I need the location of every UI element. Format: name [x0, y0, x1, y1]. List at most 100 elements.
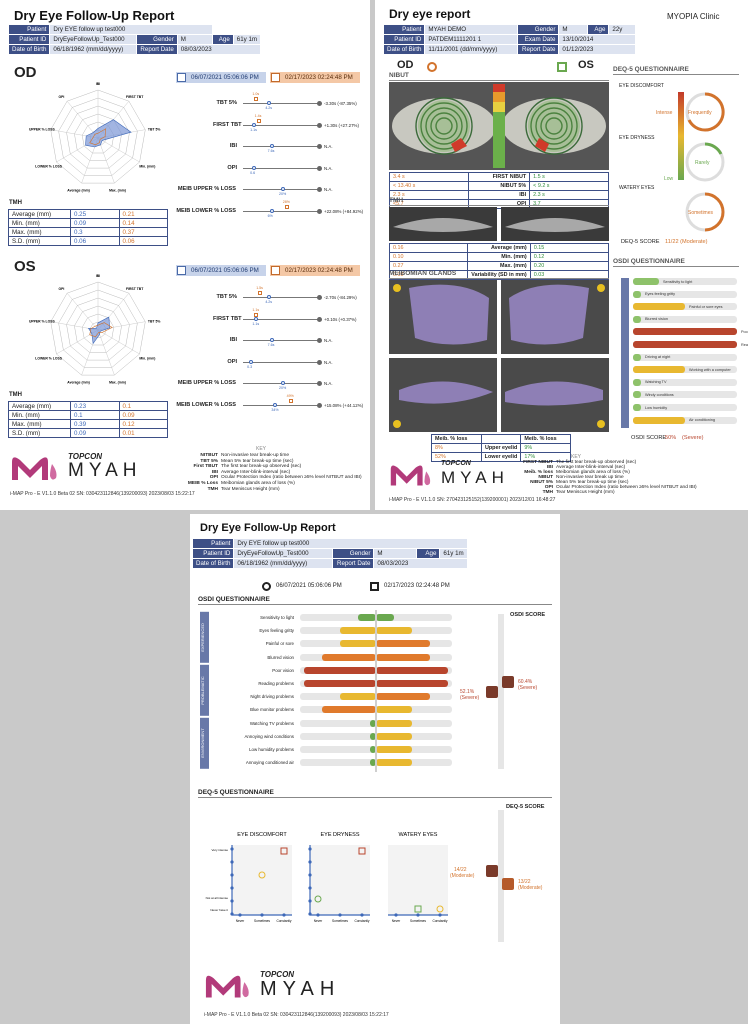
- metric-label: MEIB UPPER % LOSS: [177, 186, 236, 192]
- os-value: 2.3 s: [529, 190, 609, 200]
- nibut-title: NIBUT: [389, 72, 409, 79]
- divider: [389, 278, 609, 279]
- deq-x-tick: [316, 913, 320, 917]
- osdi-bar-fill: [633, 328, 737, 336]
- key-desc: Ocular Protection Index (ratio between ≥…: [556, 485, 697, 490]
- tmh-value-date1: 0.39: [70, 419, 120, 429]
- deq-score2-value: 13/22: [518, 879, 531, 885]
- osdi-item-label: Eyes feeling gritty: [259, 628, 294, 634]
- osdi-left-fill: [370, 746, 376, 753]
- metric-label: MEIB LOWER % LOSS: [176, 401, 236, 408]
- key-desc: Mean 5% tear break-up time (sec): [221, 458, 294, 464]
- marker-date1: [267, 101, 272, 105]
- deq-y-tick: [230, 860, 234, 864]
- deq-y-tick: [230, 886, 234, 890]
- radar-axis-label: LOWER % LOSS: [35, 165, 62, 169]
- deq-gauges: [685, 92, 725, 232]
- deq-scale-bar: [678, 92, 684, 180]
- key-desc: Tear Meniscus Height (mm): [221, 486, 280, 492]
- osdi-bar-track: [633, 353, 737, 361]
- osdi-bar-fill: [633, 366, 685, 374]
- radar-grid-ring: [81, 313, 115, 346]
- osdi-left-fill: [370, 719, 376, 727]
- metric-track: [243, 340, 319, 341]
- radar-axis-label: TBT 5%: [148, 127, 160, 131]
- gender-value: M: [374, 549, 417, 558]
- key-row: TBT 5%Mean 5% tear break-up time (sec): [186, 459, 362, 465]
- radar-axis-label: Min. (mm): [139, 357, 155, 361]
- osdi-left-fill: [358, 614, 376, 621]
- clinic-name: MYOPIA Clinic: [667, 12, 720, 21]
- calendar-icon: [271, 73, 280, 82]
- radar-axis-label: UPPER % LOSS: [29, 319, 56, 323]
- date2-square-icon: [370, 582, 379, 591]
- metric-end-dot: [317, 402, 322, 408]
- radar-grid-ring: [58, 289, 138, 368]
- tmh-value-date2: 0.01: [118, 428, 168, 438]
- osdi-item-label: Sensitivity to light: [260, 615, 294, 620]
- report-title: Dry eye report: [389, 7, 471, 21]
- deq-y-tick: [230, 873, 234, 877]
- marker-date1: [269, 144, 274, 148]
- osdi-right-fill: [376, 706, 412, 714]
- deq-y-label: Very intense: [211, 848, 228, 852]
- metric-change: +0.10s (+0.37%): [324, 316, 357, 322]
- marker-date1: [267, 295, 272, 299]
- osdi-item-label: Painful or sore eyes: [689, 304, 723, 309]
- exam-date-label: Exam Date: [518, 35, 559, 44]
- gender-label: Gender: [333, 549, 374, 558]
- osdi-left-fill: [304, 680, 376, 687]
- deq-x-label: Never: [236, 919, 245, 923]
- key-desc: Average Inter-blink-interval (sec): [556, 465, 626, 470]
- od-value: 52%: [431, 452, 482, 462]
- myah-wordmark: MYAH: [441, 468, 509, 487]
- marker-date1: [269, 208, 274, 213]
- tmh-row-label: S.D. (mm): [8, 428, 71, 438]
- gender-label: Gender: [137, 35, 177, 44]
- myah-logo-mark: [205, 975, 249, 998]
- os-value: 17%: [520, 452, 571, 462]
- deq-x-label: Never: [392, 919, 401, 923]
- osdi-item-label: Reading: [741, 342, 748, 347]
- marker-date2: [254, 97, 259, 101]
- osdi-left-fill: [304, 666, 376, 674]
- myah-logo-mark: [12, 457, 57, 480]
- dob-value: 06/18/1962 (mm/dd/yyyy): [50, 45, 137, 54]
- metric-track: [243, 361, 319, 363]
- osdi-item-label: Low humidity: [645, 405, 668, 410]
- tmh-row-label: Average (mm): [8, 401, 71, 411]
- myah-logo-mark: [390, 465, 431, 486]
- metric-end-dot: [317, 359, 322, 365]
- deq-y-tick: [230, 899, 234, 903]
- footer-text: i-MAP Pro - E V1.1.0 SN: 270423125152(13…: [389, 497, 556, 503]
- metric-label: IBI: [229, 337, 237, 343]
- deq-y-label: Not at all intense: [206, 896, 229, 900]
- deq-x-tick: [416, 913, 420, 917]
- report-title: Dry Eye Follow-Up Report: [14, 8, 175, 23]
- os-square-icon: [557, 62, 567, 72]
- metric-label: MEIB LOWER % LOSS: [176, 207, 236, 214]
- osdi-right-fill: [376, 614, 394, 621]
- osdi-bar-track: [633, 303, 737, 311]
- calendar-icon: [271, 266, 280, 275]
- tmh-value-date2: 0.09: [118, 410, 168, 420]
- marker-date1: [249, 359, 254, 364]
- marker-date2: [288, 398, 293, 403]
- metric-change: +1.30s (+27.27%): [324, 122, 359, 128]
- osdi-item-label: Blurred vision: [645, 317, 669, 322]
- os-date-1: 06/07/2021 05:06:06 PM: [176, 265, 266, 276]
- marker-date2-label: 1.4s: [254, 113, 262, 118]
- report-date-value: 08/03/2023: [374, 559, 467, 568]
- age-label: Age: [417, 549, 440, 558]
- patient-id-value: DryEyeFollowUp_Test000: [234, 549, 333, 558]
- marker-date1: [254, 316, 259, 321]
- deq-panel-title: EYE DRYNESS: [320, 832, 359, 838]
- deq-y-label: Never have it: [210, 908, 228, 912]
